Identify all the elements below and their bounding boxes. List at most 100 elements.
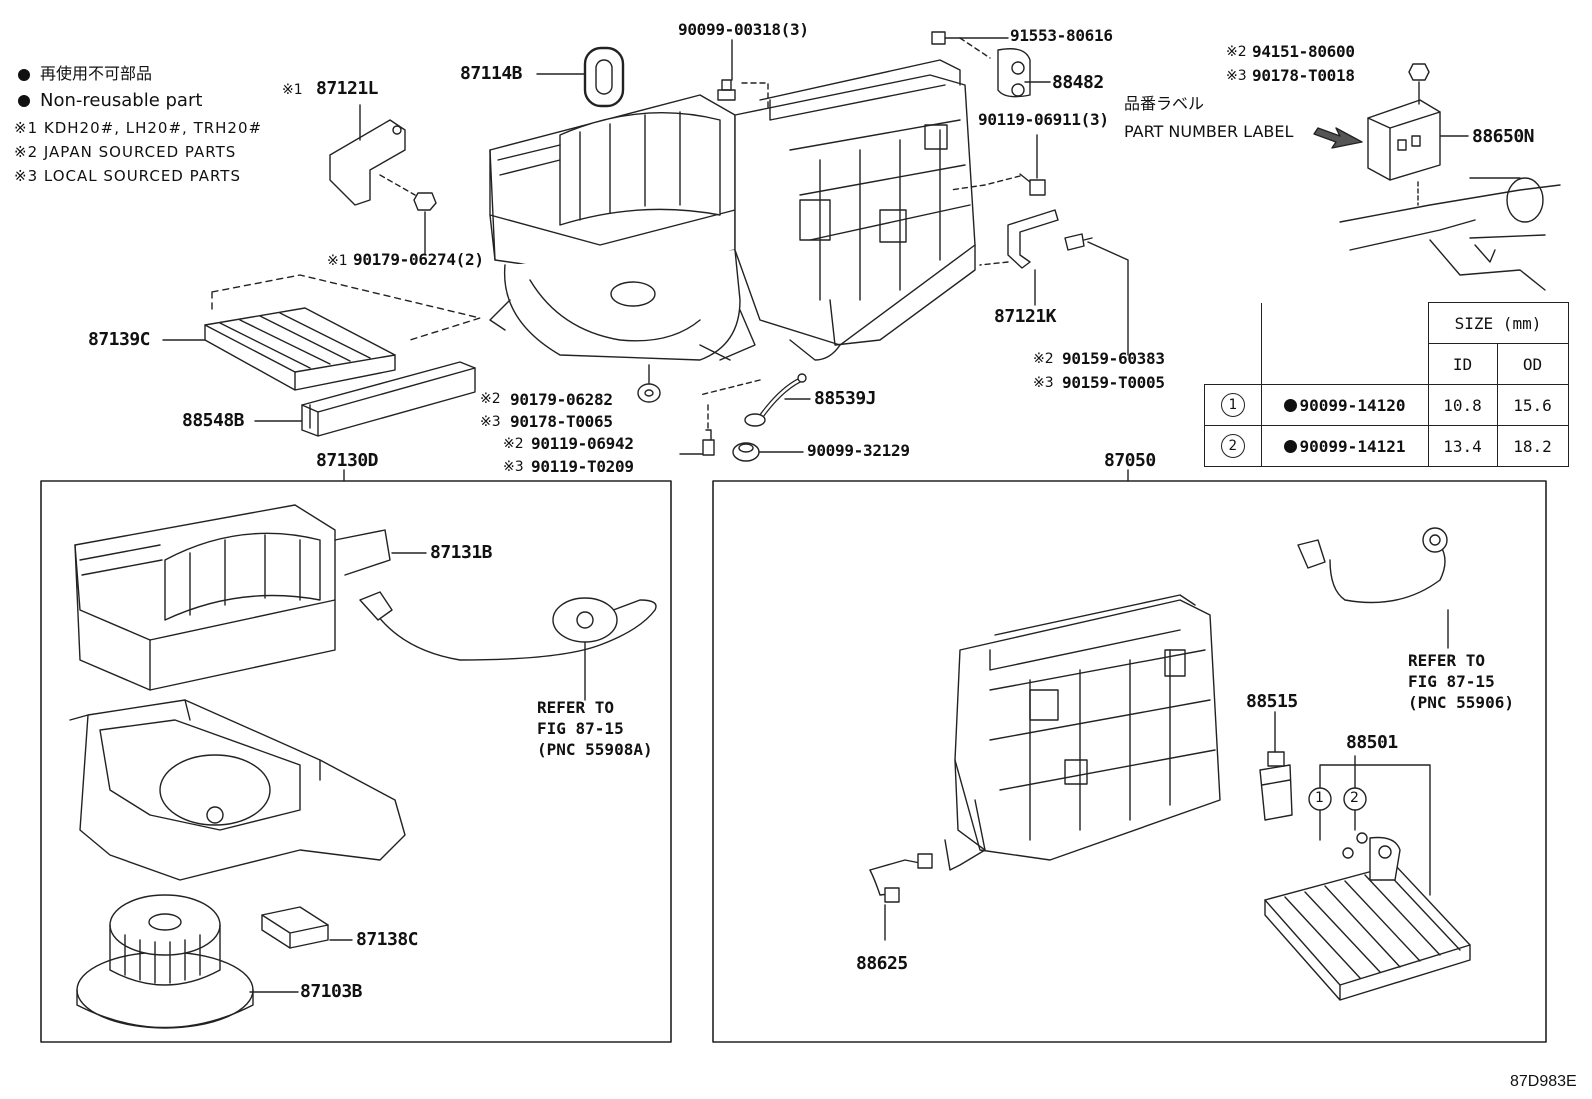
size-header: SIZE (mm) xyxy=(1427,302,1569,344)
callout-circle-2 xyxy=(1343,787,1367,811)
dash-88539J xyxy=(699,379,761,396)
mark-90119-T0209: ※3 xyxy=(503,459,524,475)
heater-unit-87050 xyxy=(944,594,1221,871)
label-88625: 88625 xyxy=(856,953,908,974)
sensor-88515 xyxy=(1259,751,1293,821)
legend-note-2: ※2 JAPAN SOURCED PARTS xyxy=(14,143,237,161)
legend-non-reusable-jp: 再使用不可部品 xyxy=(40,64,153,83)
label-87114B: 87114B xyxy=(460,63,523,84)
hose-88539J xyxy=(744,373,807,427)
label-87131B: 87131B xyxy=(430,542,493,563)
label-90119-T0209: 90119-T0209 xyxy=(531,457,634,476)
label-90099-32129: 90099-32129 xyxy=(807,441,910,460)
label-94151-80600: 94151-80600 xyxy=(1252,42,1355,61)
label-87121K: 87121K xyxy=(994,306,1057,327)
legend-bullet-jp xyxy=(18,69,30,81)
bolt-90119-06911 xyxy=(1019,173,1046,196)
label-88501: 88501 xyxy=(1346,732,1398,753)
bracket-88482 xyxy=(997,48,1031,98)
label-87130D: 87130D xyxy=(316,450,379,471)
dash-87121L xyxy=(379,174,416,196)
size-table-subheader-row: ID OD xyxy=(1204,343,1569,385)
bracket-87121L xyxy=(329,119,406,206)
wire-harness-left xyxy=(359,591,657,661)
part-87114B-drawing xyxy=(583,46,625,108)
mark-90179-06282: ※2 xyxy=(480,391,501,407)
bolt-91553 xyxy=(931,31,991,59)
grommet-90099-32129 xyxy=(732,442,760,462)
size-table-row: 2 90099-14121 13.4 18.2 xyxy=(1204,425,1569,467)
label-87139C: 87139C xyxy=(88,329,151,350)
dash-87121K xyxy=(979,261,1009,266)
label-90178-T0018: 90178-T0018 xyxy=(1252,66,1355,85)
dash-filter-outline xyxy=(211,274,481,341)
wire-harness-right xyxy=(1297,527,1448,604)
bolt-90159 xyxy=(1064,233,1093,251)
label-88650N: 88650N xyxy=(1472,126,1535,147)
label-90119-06942: 90119-06942 xyxy=(531,434,634,453)
main-hvac-assembly xyxy=(489,59,976,361)
o-ring-2 xyxy=(1356,832,1368,844)
label-90179-06282: 90179-06282 xyxy=(510,390,613,409)
label-88482: 88482 xyxy=(1052,72,1104,93)
leader-90159 xyxy=(1087,241,1129,356)
vehicle-mounting-sketch xyxy=(1339,177,1561,291)
ref-circle: 2 xyxy=(1220,434,1245,458)
box-87050 xyxy=(712,480,1547,1043)
label-90119-06911: 90119-06911(3) xyxy=(978,110,1109,129)
non-reusable-dot xyxy=(1283,398,1297,412)
callout-circle-1 xyxy=(1308,787,1332,811)
size-table-header-row: SIZE (mm) xyxy=(1204,302,1569,344)
label-part-number-jp: 品番ラベル xyxy=(1124,94,1205,113)
o-ring-1 xyxy=(1342,847,1354,859)
label-88548B: 88548B xyxy=(182,410,245,431)
label-91553-80616: 91553-80616 xyxy=(1010,26,1113,45)
harness-88625 xyxy=(869,853,933,903)
ref-circle: 1 xyxy=(1220,393,1245,417)
blower-upper-case-87131B xyxy=(74,504,391,691)
part-number: 90099-14120 xyxy=(1299,395,1406,415)
label-90159-60383: 90159-60383 xyxy=(1062,349,1165,368)
bracket-87121K xyxy=(1007,209,1059,269)
label-90159-T0005: 90159-T0005 xyxy=(1062,373,1165,392)
non-reusable-dot xyxy=(1283,439,1297,453)
callout-number-1: 1 xyxy=(1315,790,1324,806)
nut-90179-06274 xyxy=(413,192,437,211)
label-87050: 87050 xyxy=(1104,450,1156,471)
od-header: OD xyxy=(1496,343,1569,385)
mark-90119-06942: ※2 xyxy=(503,436,524,452)
id-value: 10.8 xyxy=(1427,384,1498,426)
callout-number-2: 2 xyxy=(1350,790,1359,806)
part-number: 90099-14121 xyxy=(1299,436,1406,456)
nut-94151-80600 xyxy=(1408,63,1430,81)
label-87103B: 87103B xyxy=(300,981,363,1002)
dash-90119-06911 xyxy=(949,175,1021,191)
od-value: 18.2 xyxy=(1496,425,1569,467)
blower-lower-case xyxy=(69,699,406,881)
label-87121L: 87121L xyxy=(316,78,379,99)
nut-90179-06282 xyxy=(637,383,661,403)
evaporator-88501 xyxy=(1264,836,1471,1001)
mark-90178-T0018: ※3 xyxy=(1226,68,1247,84)
bolt-90099-00318 xyxy=(717,79,769,111)
filter-88548B xyxy=(301,361,476,437)
mark-90178-T0065: ※3 xyxy=(480,414,501,430)
figure-id: 87D983E xyxy=(1510,1073,1577,1090)
id-value: 13.4 xyxy=(1427,425,1498,467)
box-87130D xyxy=(40,480,672,1043)
label-90178-T0065: 90178-T0065 xyxy=(510,412,613,431)
legend-note-3: ※3 LOCAL SOURCED PARTS xyxy=(14,167,241,185)
label-88515: 88515 xyxy=(1246,691,1298,712)
size-table: SIZE (mm) ID OD 1 90099-14120 10.8 15.6 … xyxy=(1204,302,1569,467)
mark-90179-06274: ※1 xyxy=(327,253,348,269)
blower-motor-87103B xyxy=(76,894,254,1029)
label-87138C: 87138C xyxy=(356,929,419,950)
mark-94151: ※2 xyxy=(1226,44,1247,60)
label-refer-left: REFER TO FIG 87-15 (PNC 55908A) xyxy=(537,698,653,759)
label-refer-right: REFER TO FIG 87-15 (PNC 55906) xyxy=(1408,651,1514,712)
amplifier-88650N xyxy=(1367,99,1441,181)
resistor-87138C xyxy=(261,906,329,949)
legend-bullet-en xyxy=(18,95,30,107)
label-part-number-en: PART NUMBER LABEL xyxy=(1124,122,1294,141)
